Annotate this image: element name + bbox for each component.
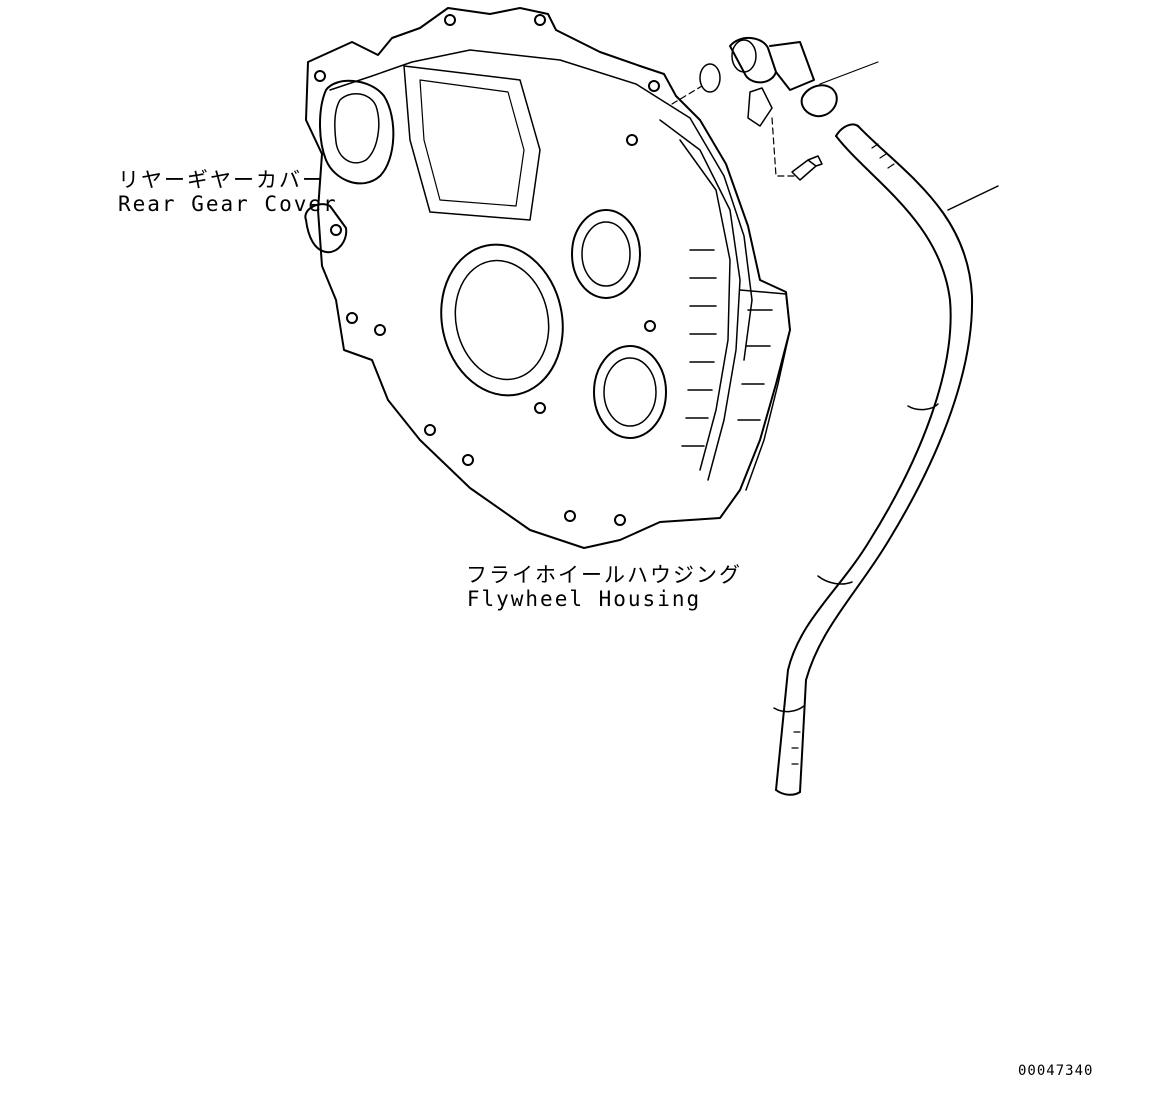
hose-clamp bbox=[800, 84, 838, 118]
rear-gear-cover-label: リヤーギヤーカバー Rear Gear Cover bbox=[118, 168, 338, 216]
breather-fittings bbox=[671, 37, 879, 181]
bolt bbox=[791, 155, 823, 181]
drawing-code: 00047340 bbox=[1018, 1063, 1094, 1079]
flywheel-housing-label: フライホイールハウジング Flywheel Housing bbox=[466, 563, 742, 611]
bracket bbox=[747, 87, 773, 127]
rear-gear-cover-label-en: Rear Gear Cover bbox=[118, 192, 338, 216]
breather-hose bbox=[773, 123, 999, 796]
rear-gear-cover-label-jp: リヤーギヤーカバー bbox=[118, 168, 325, 192]
o-ring bbox=[699, 63, 721, 93]
flywheel-housing-label-en: Flywheel Housing bbox=[466, 587, 702, 611]
flywheel-housing bbox=[304, 7, 791, 549]
flywheel-housing-label-jp: フライホイールハウジング bbox=[466, 563, 742, 587]
